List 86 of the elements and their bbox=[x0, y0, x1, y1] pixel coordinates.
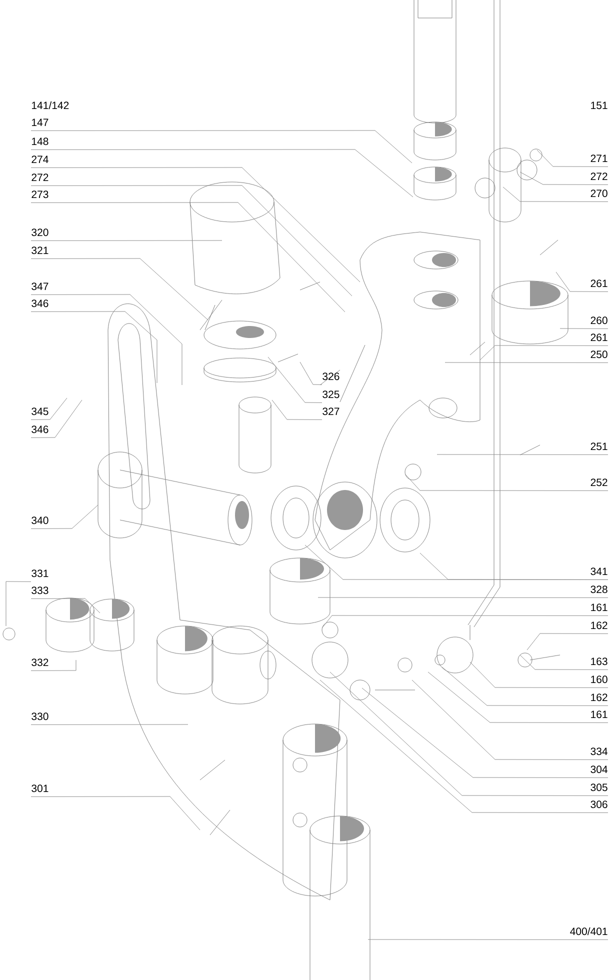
callout-number: 340 bbox=[32, 516, 48, 524]
leader-line bbox=[30, 796, 200, 830]
leader-line bbox=[322, 615, 608, 628]
leader-line bbox=[560, 328, 608, 329]
leader-line bbox=[480, 345, 608, 360]
callout-number: 330 bbox=[32, 712, 48, 720]
leader-line bbox=[6, 581, 32, 626]
callout-number: 331 bbox=[32, 570, 48, 578]
leader-line bbox=[556, 272, 608, 292]
leader-line bbox=[320, 680, 608, 813]
leader-line bbox=[30, 398, 68, 420]
leader-line bbox=[318, 597, 608, 598]
leader-line bbox=[30, 311, 158, 384]
leader-line bbox=[368, 939, 608, 940]
leader-line bbox=[520, 172, 608, 185]
callout-number: 160 bbox=[591, 676, 608, 684]
leader-line bbox=[330, 672, 608, 796]
leader-line bbox=[30, 598, 100, 614]
callout-number: 333 bbox=[32, 586, 48, 594]
leader-line bbox=[30, 724, 188, 725]
leader-line bbox=[304, 544, 608, 580]
callout-number: 334 bbox=[590, 748, 608, 756]
leader-line bbox=[30, 258, 208, 320]
callout-number: 346 bbox=[32, 300, 48, 308]
callout-number: 260 bbox=[590, 316, 608, 324]
leader-line bbox=[412, 680, 608, 760]
callout-number: 400/401 bbox=[570, 927, 608, 936]
leader-line bbox=[444, 362, 608, 363]
callout-number: 347 bbox=[32, 282, 48, 290]
leader-line bbox=[362, 688, 608, 778]
leader-line bbox=[30, 504, 98, 529]
callout-number: 332 bbox=[32, 658, 48, 666]
leader-line bbox=[428, 672, 608, 723]
callout-number: 326 bbox=[322, 372, 340, 380]
callout-number: 345 bbox=[32, 408, 48, 416]
callout-number: 162 bbox=[591, 622, 608, 630]
callout-number: 162 bbox=[591, 694, 608, 702]
callout-number: 271 bbox=[590, 154, 608, 162]
leader-line bbox=[526, 633, 608, 650]
callout-number: 270 bbox=[590, 190, 608, 198]
callout-number: 301 bbox=[32, 784, 48, 792]
callout-number: 341 bbox=[590, 568, 608, 576]
leader-line bbox=[442, 666, 608, 706]
callout-number: 327 bbox=[322, 408, 340, 416]
callout-number: 161 bbox=[591, 604, 608, 612]
callout-number: 261 bbox=[590, 280, 608, 288]
leader-line bbox=[30, 240, 222, 241]
leader-line bbox=[520, 654, 608, 670]
callout-number: 272 bbox=[590, 172, 608, 180]
callout-number: 306 bbox=[590, 800, 608, 808]
leader-line bbox=[30, 202, 346, 312]
callout-number: 304 bbox=[590, 766, 608, 774]
leader-line bbox=[536, 150, 608, 167]
callout-number: 328 bbox=[590, 586, 608, 594]
callout-number: 147 bbox=[32, 118, 48, 126]
leader-line bbox=[30, 400, 82, 438]
callout-number: 252 bbox=[590, 478, 608, 486]
callout-number: 305 bbox=[590, 784, 608, 792]
callout-number: 320 bbox=[32, 228, 48, 236]
leader-line bbox=[30, 660, 76, 671]
callout-number: 251 bbox=[590, 442, 608, 450]
leader-line bbox=[30, 185, 352, 296]
callout-number: 325 bbox=[322, 390, 340, 398]
leader-line bbox=[404, 474, 608, 491]
leader-line bbox=[30, 149, 414, 198]
callout-number: 272 bbox=[32, 174, 48, 181]
leader-line bbox=[30, 167, 360, 282]
leader-line bbox=[502, 186, 608, 202]
leader-line bbox=[470, 662, 608, 688]
leader-line bbox=[268, 356, 322, 403]
leader-line bbox=[436, 454, 608, 455]
callout-number: 261 bbox=[590, 334, 608, 342]
callout-number: 141/142 bbox=[32, 101, 69, 110]
callout-number: 163 bbox=[591, 658, 608, 666]
callout-number: 250 bbox=[590, 350, 608, 358]
callout-number: 273 bbox=[32, 190, 48, 198]
leader-line bbox=[30, 130, 412, 164]
callout-number: 321 bbox=[32, 246, 48, 254]
callout-number: 151 bbox=[591, 102, 608, 110]
callout-number: 274 bbox=[32, 156, 48, 163]
leader-line bbox=[300, 362, 322, 385]
leader-line bbox=[30, 294, 182, 386]
callout-number: 161 bbox=[591, 710, 608, 718]
callout-number: 346 bbox=[32, 426, 48, 434]
callout-number: 148 bbox=[32, 138, 48, 146]
leader-line bbox=[272, 400, 322, 420]
